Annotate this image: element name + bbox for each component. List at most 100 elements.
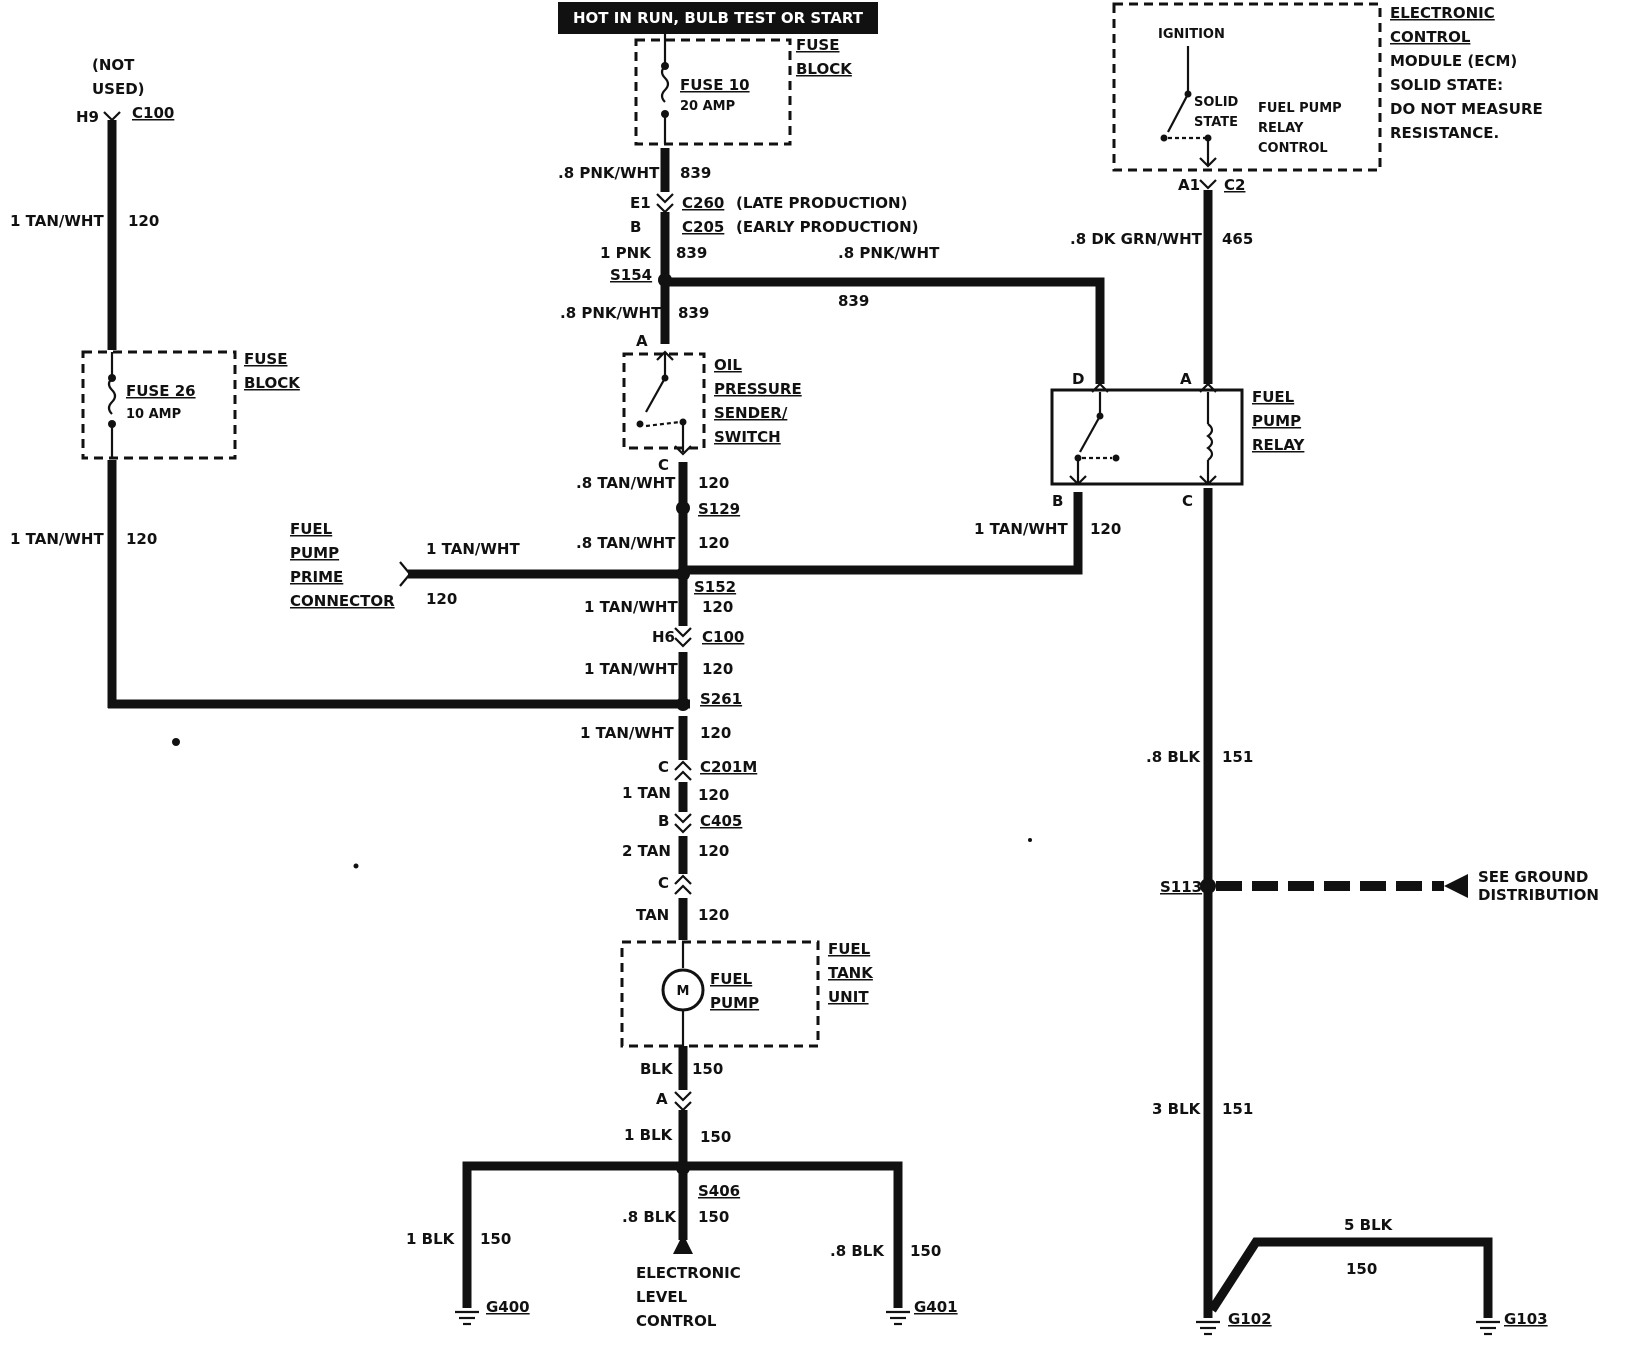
connector-c100-center-symbol xyxy=(674,627,692,648)
ecm-solid-state-2: STATE xyxy=(1194,115,1238,130)
wire-120h-color: TAN xyxy=(636,906,669,924)
wire-120a-color: .8 TAN/WHT xyxy=(576,474,676,492)
wire-465-num: 465 xyxy=(1222,230,1253,248)
relay-pin-d-label: D xyxy=(1072,370,1084,388)
elc-label-3: CONTROL xyxy=(636,1312,717,1330)
wire-120d-num: 120 xyxy=(702,660,733,678)
wire-150-right-color: .8 BLK xyxy=(830,1242,885,1260)
power-source-header: HOT IN RUN, BULB TEST OR START xyxy=(558,2,878,34)
ecm-relay-control-2: RELAY xyxy=(1258,121,1304,136)
relay-label-3: RELAY xyxy=(1252,436,1306,454)
relay-pin-a-connector xyxy=(1199,382,1217,393)
center-circuit: FUSE 10 20 AMP FUSE BLOCK .8 PNK/WHT 839… xyxy=(290,34,1121,1330)
pin-c3-label: C xyxy=(658,874,669,892)
prime-label-1: FUEL xyxy=(290,520,333,538)
wire-150-left-num: 150 xyxy=(480,1230,511,1248)
fuse-26-rating: 10 AMP xyxy=(126,407,181,422)
splice-s129-label: S129 xyxy=(698,500,740,518)
wire-151b-color: 3 BLK xyxy=(1152,1100,1202,1118)
pin-a1-label: A1 xyxy=(1178,176,1200,194)
wire-120d-color: 1 TAN/WHT xyxy=(584,660,678,678)
connector-c405-symbol xyxy=(674,813,692,834)
wire-839a-num: 839 xyxy=(680,164,711,182)
wire-150-right-num: 150 xyxy=(910,1242,941,1260)
oil-switch-blade xyxy=(645,377,666,413)
stray-mark-1 xyxy=(172,738,180,746)
not-used-label-1: (NOT xyxy=(92,56,135,74)
connector-c2-label: C2 xyxy=(1224,176,1245,194)
wire-839-s154-to-relay xyxy=(668,277,1105,384)
wire-left-top-num: 120 xyxy=(128,212,159,230)
late-production-label: (LATE PRODUCTION) xyxy=(736,194,907,212)
wire-120-relay-color: 1 TAN/WHT xyxy=(974,520,1068,538)
wire-151b-num: 151 xyxy=(1222,1100,1253,1118)
not-used-label-2: USED) xyxy=(92,80,145,98)
relay-pin-d-connector xyxy=(1091,382,1109,393)
ecm-box xyxy=(1112,2,1382,172)
wire-left-top-color: 1 TAN/WHT xyxy=(10,212,104,230)
wire-120h-num: 120 xyxy=(698,906,729,924)
ecm-switch-contact-low xyxy=(1160,134,1168,142)
connector-a2-symbol xyxy=(674,1091,692,1112)
wire-839d-num: 839 xyxy=(678,304,709,322)
wire-151a-color: .8 BLK xyxy=(1146,748,1201,766)
wire-150a-color: BLK xyxy=(640,1060,674,1078)
wire-120f-color: 1 TAN xyxy=(622,784,671,802)
stray-mark-3 xyxy=(1028,838,1032,842)
splice-s152-label: S152 xyxy=(694,578,736,596)
fuel-pump-relay-box xyxy=(1050,388,1244,486)
ecm-relay-control-1: FUEL PUMP xyxy=(1258,101,1342,116)
connector-c201m-label: C201M xyxy=(700,758,757,776)
oil-switch-linkage xyxy=(645,420,681,428)
wire-839a-color: .8 PNK/WHT xyxy=(558,164,660,182)
ecm-connector-icon xyxy=(1199,157,1217,168)
connector-h9-symbol xyxy=(103,111,121,122)
relay-label-1: FUEL xyxy=(1252,388,1295,406)
prime-label-2: PUMP xyxy=(290,544,339,562)
oil-pressure-switch-box xyxy=(622,352,706,450)
wire-839b-color: 1 PNK xyxy=(600,244,652,262)
fuse-10-name: FUSE 10 xyxy=(680,76,750,94)
connector-c201m-symbol xyxy=(674,760,692,781)
wire-465-color: .8 DK GRN/WHT xyxy=(1070,230,1203,248)
relay-coil-link-dot xyxy=(1112,454,1120,462)
splice-s113-label: S113 xyxy=(1160,878,1202,896)
fuel-tank-unit-label-3: UNIT xyxy=(828,988,869,1006)
splice-s406-dot xyxy=(676,1161,690,1175)
fuel-tank-unit-label-1: FUEL xyxy=(828,940,871,958)
oil-pin-a-label: A xyxy=(636,332,648,350)
prime-label-4: CONNECTOR xyxy=(290,592,395,610)
ecm-note-2: DO NOT MEASURE xyxy=(1390,100,1543,118)
ecm-note-1: SOLID STATE: xyxy=(1390,76,1503,94)
ecm-note-3: RESISTANCE. xyxy=(1390,124,1499,142)
wire-150b-color: 1 BLK xyxy=(624,1126,674,1144)
fuse-26-name: FUSE 26 xyxy=(126,382,196,400)
elc-arrow-icon xyxy=(673,1234,693,1254)
ecm-switch-blade xyxy=(1167,93,1189,133)
ground-distribution-label-1: SEE GROUND xyxy=(1478,868,1588,886)
connector-c100-center-label: C100 xyxy=(702,628,744,646)
relay-pin-b-label: B xyxy=(1052,492,1063,510)
connector-c100-left: C100 xyxy=(132,104,174,122)
wire-150-ground-num: 150 xyxy=(1346,1260,1377,1278)
wire-left-bottom-color: 1 TAN/WHT xyxy=(10,530,104,548)
oil-switch-label-4: SWITCH xyxy=(714,428,781,446)
fuel-pump-label-2: PUMP xyxy=(710,994,759,1012)
wire-150b-num: 150 xyxy=(700,1128,731,1146)
wire-120-prime-color: 1 TAN/WHT xyxy=(426,540,520,558)
splice-s113-dot xyxy=(1200,878,1216,894)
wire-150-left-color: 1 BLK xyxy=(406,1230,456,1248)
wire-839c-num: 839 xyxy=(838,292,869,310)
ecm-title-2: CONTROL xyxy=(1390,28,1471,46)
fuel-tank-unit-box xyxy=(620,940,820,1048)
pin-b-c205-label: B xyxy=(630,218,641,236)
fuse-block-center-label-1: FUSE xyxy=(796,36,839,54)
elc-label-2: LEVEL xyxy=(636,1288,688,1306)
pin-h9-label: H9 xyxy=(76,108,99,126)
fuse-26-terminal-top xyxy=(108,374,116,382)
oil-switch-label-3: SENDER/ xyxy=(714,404,788,422)
splice-s406-label: S406 xyxy=(698,1182,740,1200)
fuse-block-center-label-2: BLOCK xyxy=(796,60,853,78)
fuel-tank-unit-label-2: TANK xyxy=(828,964,874,982)
wire-839d-color: .8 PNK/WHT xyxy=(560,304,662,322)
